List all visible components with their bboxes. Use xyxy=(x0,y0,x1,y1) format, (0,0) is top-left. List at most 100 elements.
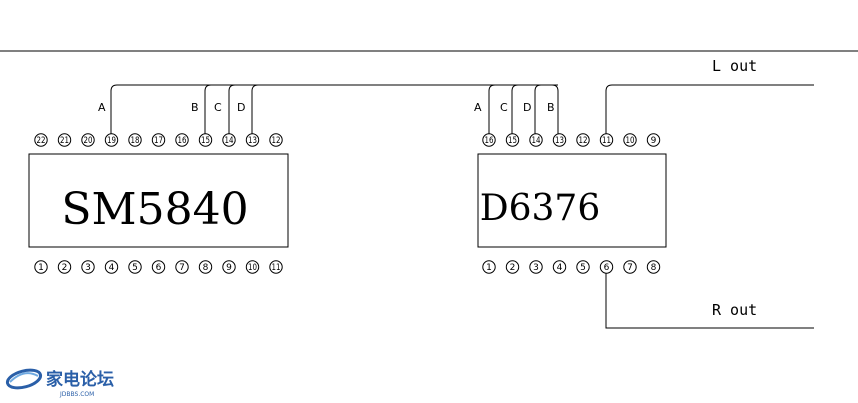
pin-number: 5 xyxy=(580,263,586,273)
sm5840-bottom-pin-5: 5 xyxy=(128,260,142,274)
d6376-top-pin-12: 12 xyxy=(576,133,590,147)
d6376-bottom-pin-6: 6 xyxy=(599,260,614,274)
signal-label-sm-a: A xyxy=(98,101,106,114)
pin-circle xyxy=(175,133,189,147)
sm5840-bottom-pin-2: 2 xyxy=(57,260,72,274)
pin-number: 9 xyxy=(226,263,232,273)
bus-wire-d6-a xyxy=(488,84,496,134)
r-out-wire xyxy=(605,273,814,329)
pin-circle xyxy=(529,133,543,147)
pin-circle xyxy=(128,260,142,274)
signal-label-d6-c: C xyxy=(500,101,508,114)
pin-number: 20 xyxy=(84,136,93,146)
watermark-url: JDBBS.COM xyxy=(59,391,94,398)
sm5840-top-pin-14: 14 xyxy=(222,133,236,147)
pin-number: 8 xyxy=(203,263,209,273)
bus-wire-d6-d xyxy=(534,84,542,134)
sm5840-top-pin-12: 12 xyxy=(269,133,283,147)
pin-number: 2 xyxy=(510,263,516,273)
sm5840-bottom-pin-6: 6 xyxy=(151,260,166,274)
pin-number: 21 xyxy=(60,136,69,146)
pin-number: 8 xyxy=(651,263,657,273)
chip-d6376-body xyxy=(477,153,667,248)
pin-number: 6 xyxy=(156,263,162,273)
pin-circle xyxy=(552,260,567,274)
d6376-bottom-pin-2: 2 xyxy=(505,260,520,274)
sm5840-bottom-pin-11: 11 xyxy=(269,260,283,274)
sm5840-bottom-pin-10: 10 xyxy=(245,260,260,274)
d6376-top-pin-10: 10 xyxy=(623,133,637,147)
sm5840-top-pin-15: 15 xyxy=(198,133,213,147)
pin-number: 19 xyxy=(107,136,116,146)
pin-circle xyxy=(576,133,590,147)
pin-circle xyxy=(482,260,496,274)
signal-bus xyxy=(110,84,559,134)
d6376-bottom-pin-3: 3 xyxy=(529,260,543,274)
bus-wire-sm-c xyxy=(228,84,236,134)
pin-number: 14 xyxy=(532,136,541,146)
pin-number: 3 xyxy=(533,263,539,273)
sm5840-bottom-pin-3: 3 xyxy=(81,260,95,274)
d6376-top-pin-9: 9 xyxy=(646,133,661,147)
d6376-top-pin-15: 15 xyxy=(505,133,520,147)
pin-number: 9 xyxy=(651,136,657,146)
signal-label-sm-d: D xyxy=(237,101,245,114)
pin-number: 4 xyxy=(109,263,115,273)
pin-circle xyxy=(269,260,283,274)
pin-number: 13 xyxy=(248,136,257,146)
pin-number: 15 xyxy=(201,136,210,146)
signal-label-d6-b: B xyxy=(547,101,555,114)
sm5840-bottom-pin-1: 1 xyxy=(34,260,48,274)
sm5840-top-pin-18: 18 xyxy=(128,133,142,147)
swirl-logo-icon xyxy=(5,368,43,390)
pin-circle xyxy=(81,260,95,274)
pin-circle xyxy=(552,133,567,147)
pin-circle xyxy=(245,260,260,274)
d6376-bottom-pin-4: 4 xyxy=(552,260,567,274)
pin-number: 18 xyxy=(131,136,140,146)
l-out-wire xyxy=(605,84,814,134)
bus-wire-d6-b xyxy=(551,84,559,134)
pin-number: 22 xyxy=(37,136,46,146)
d6376-top-pin-11: 11 xyxy=(599,133,614,147)
bus-main-wire xyxy=(110,84,558,134)
pin-number: 15 xyxy=(508,136,517,146)
pin-number: 14 xyxy=(225,136,234,146)
pin-circle xyxy=(34,260,48,274)
r-out-label: R out xyxy=(712,301,757,319)
sm5840-top-pin-22: 22 xyxy=(34,133,48,147)
pin-number: 2 xyxy=(62,263,68,273)
chip-sm5840-bottom-pins: 1 2 3 4 5 6 7 8 9 10 11 xyxy=(34,260,283,274)
d6376-bottom-pin-1: 1 xyxy=(482,260,496,274)
pin-number: 11 xyxy=(272,263,281,273)
sm5840-bottom-pin-9: 9 xyxy=(222,260,236,274)
pin-circle xyxy=(529,260,543,274)
pin-circle xyxy=(128,133,142,147)
pin-circle xyxy=(623,133,637,147)
pin-circle xyxy=(151,133,166,147)
d6376-bottom-pin-8: 8 xyxy=(646,260,661,274)
pin-circle xyxy=(81,133,95,147)
pin-circle xyxy=(576,260,590,274)
pin-number: 7 xyxy=(179,263,185,273)
pin-number: 11 xyxy=(602,136,611,146)
chip-sm5840-label: SM5840 xyxy=(61,184,248,235)
pin-circle xyxy=(623,260,637,274)
signal-label-d6-a: A xyxy=(474,101,482,114)
signal-label-sm-c: C xyxy=(214,101,222,114)
pin-number: 10 xyxy=(248,263,257,273)
pin-circle xyxy=(222,260,236,274)
pin-number: 1 xyxy=(38,263,44,273)
d6376-top-pin-14: 14 xyxy=(529,133,543,147)
pin-circle xyxy=(104,260,119,274)
pin-circle xyxy=(646,133,661,147)
pin-circle xyxy=(175,260,189,274)
pin-circle xyxy=(57,133,72,147)
d6376-bottom-pin-5: 5 xyxy=(576,260,590,274)
sm5840-top-pin-19: 19 xyxy=(104,133,119,147)
sm5840-top-pin-20: 20 xyxy=(81,133,95,147)
pin-circle xyxy=(57,260,72,274)
